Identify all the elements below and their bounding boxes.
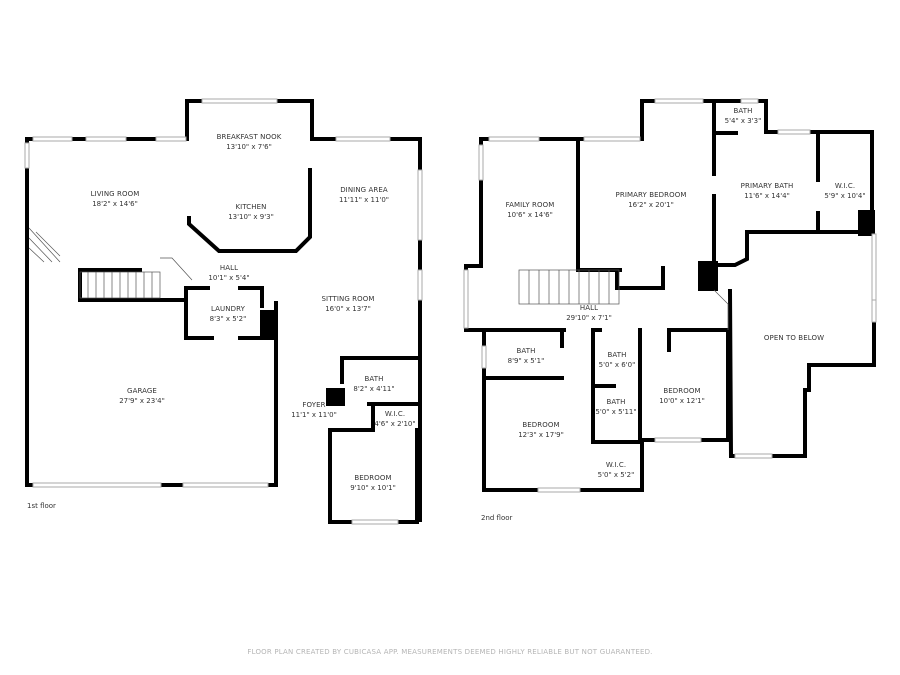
room-name: BATH [364, 375, 384, 383]
room-dimensions: 8'2" x 4'11" [353, 385, 395, 393]
room-label-bath-2f-b: BATH 5'0" x 6'0" [599, 350, 636, 370]
room-name: HALL [579, 304, 599, 312]
room-dimensions: 12'3" x 17'9" [518, 431, 564, 439]
room-label-garage: GARAGE 27'9" x 23'4" [119, 386, 165, 406]
room-label-bath-2f-c: BATH 5'0" x 5'11" [595, 397, 636, 417]
room-name: BATH [607, 351, 627, 359]
room-label-open-to-below: OPEN TO BELOW [764, 333, 824, 343]
room-name: FAMILY ROOM [505, 201, 555, 209]
room-dimensions: 5'0" x 5'2" [597, 471, 635, 479]
room-name: LAUNDRY [210, 305, 245, 313]
room-label-hall-2f: HALL 29'10" x 7'1" [566, 303, 612, 323]
room-name: SITTING ROOM [321, 295, 375, 303]
room-label-bath-1f: BATH 8'2" x 4'11" [353, 374, 394, 394]
room-label-foyer: FOYER 11'1" x 11'0" [291, 400, 337, 420]
room-label-laundry: LAUNDRY 8'3" x 5'2" [210, 304, 247, 324]
room-label-sitting-room: SITTING ROOM 16'0" x 13'7" [321, 294, 374, 314]
disclaimer-footer: FLOOR PLAN CREATED BY CUBICASA APP. MEAS… [247, 648, 653, 656]
room-label-bath-2f-a: BATH 8'9" x 5'1" [508, 346, 545, 366]
room-dimensions: 13'10" x 7'6" [226, 143, 272, 151]
room-dimensions: 10'6" x 14'6" [507, 211, 553, 219]
room-label-breakfast-nook: BREAKFAST NOOK 13'10" x 7'6" [217, 132, 282, 152]
room-name: W.I.C. [384, 410, 406, 418]
floor-label-2nd: 2nd floor [481, 514, 513, 522]
room-label-bedroom-2f-b: BEDROOM 12'3" x 17'9" [518, 420, 564, 440]
room-dimensions: 5'0" x 5'11" [595, 408, 637, 416]
room-label-wic-1f: W.I.C. 4'6" x 2'10" [374, 409, 415, 429]
room-name: BEDROOM [522, 421, 560, 429]
room-dimensions: 27'9" x 23'4" [119, 397, 165, 405]
room-name: BEDROOM [354, 474, 392, 482]
room-name: BATH [516, 347, 536, 355]
room-name: LIVING ROOM [90, 190, 140, 198]
room-label-living-room: LIVING ROOM 18'2" x 14'6" [91, 189, 140, 209]
room-name: DINING AREA [340, 186, 388, 194]
room-dimensions: 10'1" x 5'4" [208, 274, 250, 282]
room-dimensions: 11'1" x 11'0" [291, 411, 337, 419]
room-dimensions: 16'0" x 13'7" [325, 305, 371, 313]
room-label-kitchen: KITCHEN 13'10" x 9'3" [228, 202, 274, 222]
room-dimensions: 4'6" x 2'10" [374, 420, 416, 428]
room-name: GARAGE [127, 387, 157, 395]
room-dimensions: 5'4" x 3'3" [724, 117, 762, 125]
room-name: W.I.C. [834, 182, 856, 190]
floor-label-1st: 1st floor [27, 502, 56, 510]
room-dimensions: 16'2" x 20'1" [628, 201, 674, 209]
room-name: BATH [733, 107, 753, 115]
room-name: PRIMARY BATH [740, 182, 794, 190]
room-dimensions: 5'9" x 10'4" [824, 192, 866, 200]
room-label-hall-1f: HALL 10'1" x 5'4" [208, 263, 249, 283]
room-label-dining-area: DINING AREA 11'11" x 11'0" [339, 185, 389, 205]
room-label-wic-primary: W.I.C. 5'9" x 10'4" [824, 181, 865, 201]
room-dimensions: 5'0" x 6'0" [598, 361, 636, 369]
room-name: FOYER [302, 401, 326, 409]
room-label-wic-2f: W.I.C. 5'0" x 5'2" [598, 460, 635, 480]
room-name: W.I.C. [605, 461, 627, 469]
room-name: KITCHEN [235, 203, 267, 211]
room-dimensions: 9'10" x 10'1" [350, 484, 396, 492]
room-label-family-room: FAMILY ROOM 10'6" x 14'6" [506, 200, 555, 220]
room-dimensions: 13'10" x 9'3" [228, 213, 274, 221]
room-dimensions: 10'0" x 12'1" [659, 397, 705, 405]
room-dimensions: 18'2" x 14'6" [92, 200, 138, 208]
room-dimensions: 11'11" x 11'0" [338, 196, 390, 204]
room-label-bath-primary-small: BATH 5'4" x 3'3" [725, 106, 762, 126]
room-name: BREAKFAST NOOK [216, 133, 282, 141]
room-name: HALL [219, 264, 239, 272]
room-name: BATH [606, 398, 626, 406]
room-dimensions: 11'6" x 14'4" [744, 192, 790, 200]
room-label-primary-bath: PRIMARY BATH 11'6" x 14'4" [741, 181, 794, 201]
room-name: PRIMARY BEDROOM [615, 191, 687, 199]
room-label-primary-bedroom: PRIMARY BEDROOM 16'2" x 20'1" [616, 190, 687, 210]
room-label-bedroom-1f: BEDROOM 9'10" x 10'1" [350, 473, 396, 493]
room-dimensions: 8'3" x 5'2" [209, 315, 247, 323]
room-dimensions: 8'9" x 5'1" [507, 357, 545, 365]
room-dimensions: 29'10" x 7'1" [566, 314, 612, 322]
room-label-bedroom-2f-a: BEDROOM 10'0" x 12'1" [659, 386, 705, 406]
room-name: BEDROOM [663, 387, 701, 395]
room-name: OPEN TO BELOW [763, 334, 825, 342]
